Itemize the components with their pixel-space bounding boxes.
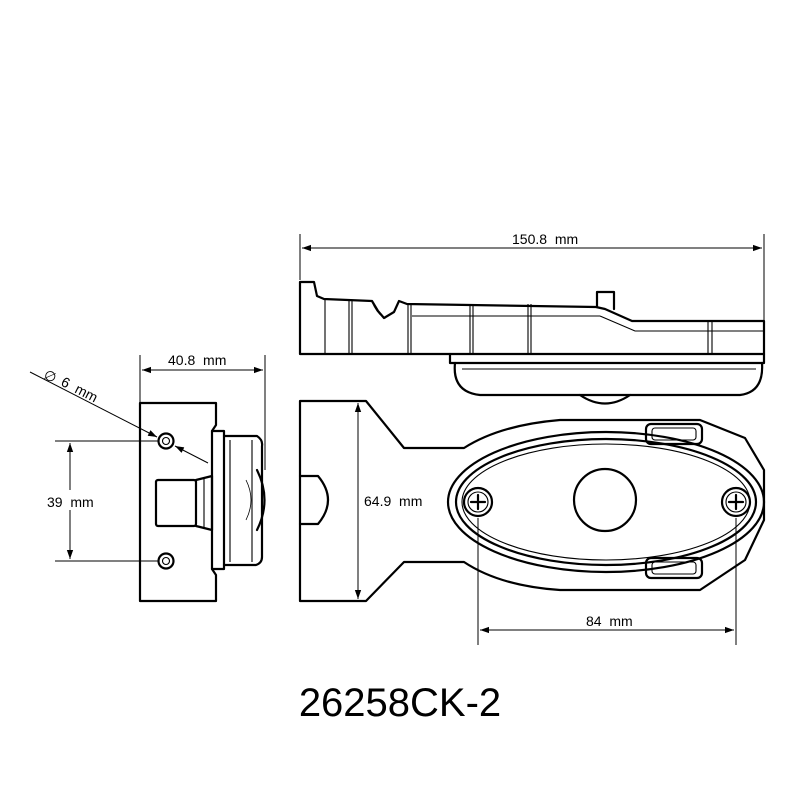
- dimension-hole-diameter-label: 6 mm: [59, 373, 101, 405]
- dimension-side-depth: 40.8 mm: [139, 352, 266, 470]
- dimension-hole-spacing-label: 39 mm: [47, 494, 94, 510]
- dimension-bracket-height-label: 64.9 mm: [364, 493, 422, 509]
- dimension-hole-diameter: ∅ 6 mm: [29, 366, 209, 464]
- dimension-lens-hole-spacing: 84 mm: [477, 518, 737, 645]
- model-number: 26258CK-2: [299, 681, 501, 725]
- side-view: [138, 401, 266, 603]
- dimension-total-length-label: 150.8 mm: [512, 231, 578, 247]
- top-view: [298, 280, 766, 405]
- dimension-bracket-height: 64.9 mm: [354, 403, 422, 599]
- dimension-total-length: 150.8 mm: [299, 231, 765, 320]
- dimension-hole-diameter-symbol: ∅: [41, 366, 59, 386]
- dimension-lens-hole-spacing-label: 84 mm: [586, 613, 633, 629]
- dimension-side-depth-label: 40.8 mm: [168, 352, 226, 368]
- front-view: [298, 399, 766, 603]
- dimension-hole-spacing: 39 mm: [44, 440, 158, 562]
